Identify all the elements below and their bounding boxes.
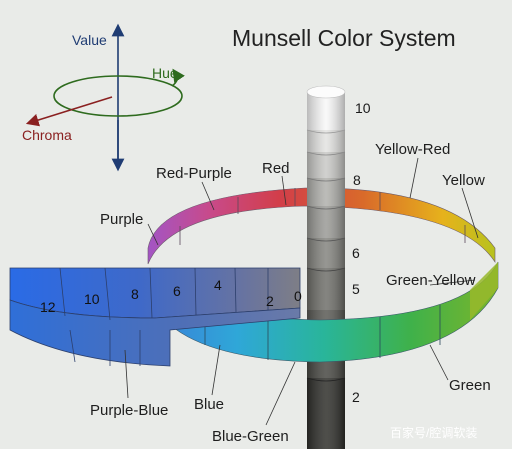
value-pole bbox=[306, 85, 346, 449]
hue-label-blue-green: Blue-Green bbox=[212, 428, 289, 445]
hue-axis-ellipse bbox=[53, 75, 183, 117]
value-tick-5: 5 bbox=[352, 281, 360, 297]
value-axis-label: Value bbox=[72, 32, 107, 48]
chroma-tick-4: 4 bbox=[214, 277, 222, 293]
hue-axis-arrow bbox=[171, 68, 185, 87]
chroma-tick-0: 0 bbox=[294, 288, 302, 304]
chroma-axis-label: Chroma bbox=[22, 127, 72, 143]
hue-axis-label: Hue bbox=[152, 65, 178, 81]
value-tick-6: 6 bbox=[352, 245, 360, 261]
value-tick-10: 10 bbox=[355, 100, 371, 116]
chroma-wedge bbox=[9, 267, 301, 367]
hue-label-purple: Purple bbox=[100, 211, 143, 228]
hue-label-green: Green bbox=[449, 377, 491, 394]
value-tick-8: 8 bbox=[353, 172, 361, 188]
chroma-tick-2: 2 bbox=[266, 293, 274, 309]
watermark-text: 百家号/腔调软装 bbox=[390, 425, 477, 440]
hue-label-yellow-red: Yellow-Red bbox=[375, 141, 450, 158]
hue-labels: Red Yellow-Red Yellow Green-Yellow Green… bbox=[90, 141, 491, 445]
axis-legend: Value Hue Chroma bbox=[22, 23, 185, 172]
chroma-tick-6: 6 bbox=[173, 283, 181, 299]
hue-label-blue: Blue bbox=[194, 396, 224, 413]
hue-label-red-purple: Red-Purple bbox=[156, 165, 232, 182]
hue-label-purple-blue: Purple-Blue bbox=[90, 402, 168, 419]
hue-label-red: Red bbox=[262, 160, 290, 177]
chroma-tick-12: 12 bbox=[40, 299, 56, 315]
chroma-tick-10: 10 bbox=[84, 291, 100, 307]
diagram-title: Munsell Color System bbox=[232, 25, 456, 51]
chroma-axis-arrow bbox=[25, 96, 113, 127]
value-tick-2: 2 bbox=[352, 389, 360, 405]
hue-label-green-yellow: Green-Yellow bbox=[386, 272, 476, 289]
hue-label-yellow: Yellow bbox=[442, 172, 485, 189]
hue-ring-back bbox=[147, 187, 496, 265]
chroma-tick-8: 8 bbox=[131, 286, 139, 302]
hue-ring-front bbox=[149, 261, 499, 363]
